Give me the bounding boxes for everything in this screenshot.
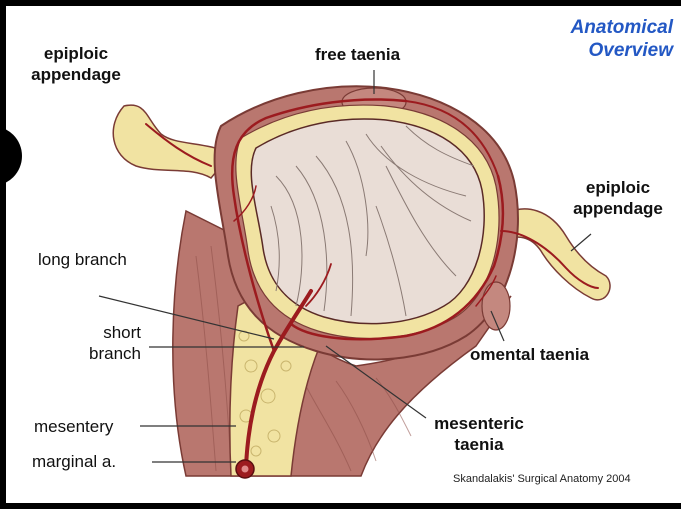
label-marginal-artery: marginal a. [32,451,116,472]
label-mesentery: mesentery [34,416,113,437]
label-epiploic-left-line1: epiploic [20,43,132,64]
epiploic-appendage-left-shape [113,105,231,178]
edge-disc [6,126,22,186]
label-epiploic-left-line2: appendage [20,64,132,85]
leader-epiploic-right [571,234,591,251]
slide: Anatomical Overview epiploic appendage f… [6,6,681,503]
title-line-2: Overview [501,39,673,62]
label-mesenteric-line1: mesenteric [424,413,534,434]
label-omental-taenia: omental taenia [470,344,589,365]
label-short-branch: short branch [46,322,141,364]
source-credit: Skandalakis' Surgical Anatomy 2004 [453,473,631,485]
label-epiploic-appendage-right: epiploic appendage [557,177,679,219]
title-line-1: Anatomical [501,16,673,39]
label-long-branch: long branch [38,249,127,270]
label-short-branch-line1: short [46,322,141,343]
label-mesenteric-taenia: mesenteric taenia [424,413,534,455]
label-epiploic-right-line1: epiploic [557,177,679,198]
slide-title: Anatomical Overview [501,16,673,62]
label-free-taenia: free taenia [315,44,400,65]
label-mesenteric-line2: taenia [424,434,534,455]
label-epiploic-appendage-left: epiploic appendage [20,43,132,85]
label-epiploic-right-line2: appendage [557,198,679,219]
marginal-artery-lumen [242,466,249,473]
label-short-branch-line2: branch [46,343,141,364]
